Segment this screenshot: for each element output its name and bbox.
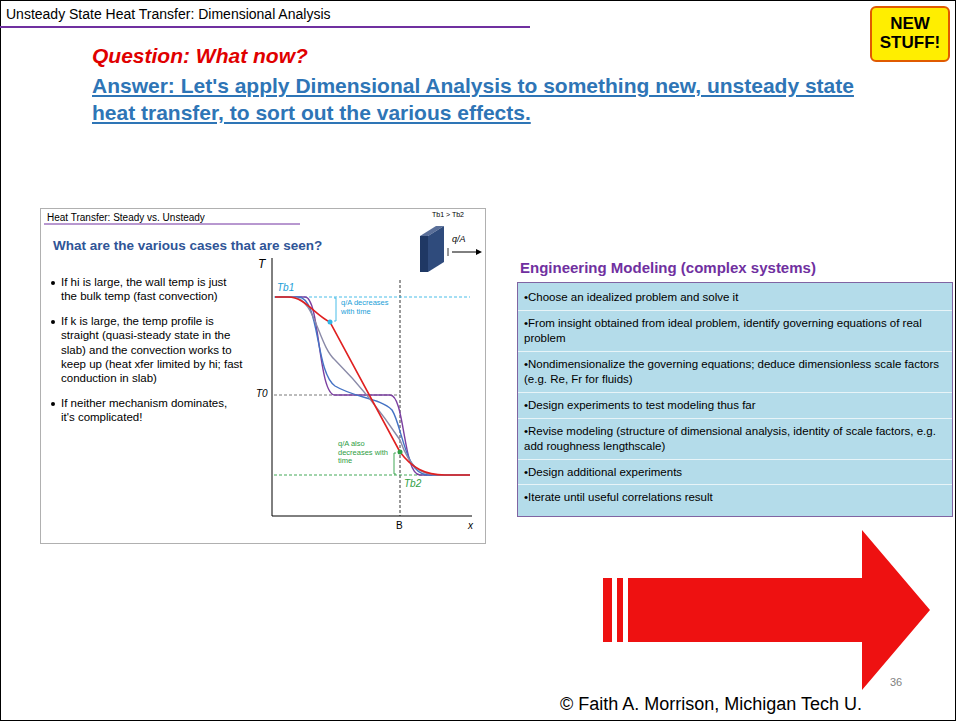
node-heading: NEW STUFF!: [876, 15, 944, 52]
bullet-row: If neither mechanism dominates, it's com…: [51, 396, 243, 425]
big-arrow: [628, 530, 930, 690]
bullet-dot: [51, 402, 55, 406]
inset-note: Tb1 > Tb2: [432, 211, 464, 218]
list-item: •Revise modeling (structure of dimension…: [518, 419, 952, 460]
bullet-row: If k is large, the temp profile is strai…: [51, 314, 243, 386]
bullet-dot: [51, 320, 55, 324]
temp-label: T0: [256, 388, 268, 399]
page-number: 36: [890, 676, 902, 688]
list-item: •Design experiments to test modeling thu…: [518, 393, 952, 419]
node-heading: Engineering Modeling (complex systems): [520, 259, 816, 276]
bullet-text: If neither mechanism dominates, it's com…: [61, 396, 243, 425]
list-item: •Iterate until useful correlations resul…: [518, 485, 952, 510]
steady-profile: [275, 297, 470, 475]
modeling-box: Engineering Modeling (complex systems)•C…: [517, 282, 953, 517]
heat-flux-head: [476, 249, 482, 255]
title-underline: [0, 26, 530, 28]
badge-box: NEW STUFF!: [870, 6, 950, 62]
axis-label: B: [396, 520, 403, 531]
copyright: © Faith A. Morrison, Michigan Tech U.: [560, 694, 862, 715]
bullet-text: If hi is large, the wall temp is just th…: [61, 275, 243, 304]
flux-bracket: [394, 453, 396, 474]
node-heading: Heat Transfer: Steady vs. Unsteady: [47, 212, 205, 223]
x-axis: [272, 516, 472, 517]
wall-line: [400, 280, 401, 516]
profile-curve: [275, 297, 470, 475]
node-heading: What are the various cases that are seen…: [53, 238, 322, 253]
inset-ground: [40, 208, 486, 544]
flux-note: q/A also decreases with time: [338, 440, 390, 466]
bullet-text: If k is large, the temp profile is strai…: [61, 314, 243, 386]
list-item: •Design additional experiments: [518, 460, 952, 486]
slab-side: [428, 226, 444, 272]
heat-flux-line: [452, 252, 476, 253]
wall-dot: [398, 450, 403, 455]
bullet-row: If hi is large, the wall temp is just th…: [51, 275, 243, 304]
wall-dot: [328, 320, 333, 325]
t-axis: [272, 258, 273, 516]
slab-front: [420, 236, 428, 272]
flux-label: q/A: [452, 234, 466, 244]
flux-note: q/A decreases with time: [341, 299, 393, 316]
flux-bracket: [334, 298, 336, 321]
bullet-dot: [51, 281, 55, 285]
question-text: Question: What now?: [92, 44, 308, 68]
arrow-bar: [603, 578, 612, 642]
axis-label: T: [258, 257, 265, 271]
temp-label: Tb1: [277, 282, 294, 293]
profile-curve: [275, 297, 470, 475]
bullet-list: If hi is large, the wall temp is just th…: [51, 275, 243, 434]
list-item: •Nondimensionalize the governing equatio…: [518, 352, 952, 393]
answer-text: Answer: Let's apply Dimensional Analysis…: [92, 72, 862, 127]
list-item: •From insight obtained from ideal proble…: [518, 311, 952, 352]
axis-label: x: [468, 520, 473, 531]
heat-flux-bar: [448, 248, 449, 256]
inset-underline: [44, 224, 300, 225]
list-item: •Choose an idealized problem and solve i…: [518, 285, 952, 311]
profile-curve: [275, 297, 470, 475]
slide-title: Unsteady State Heat Transfer: Dimensiona…: [6, 6, 331, 22]
arrow-bar: [617, 578, 623, 642]
temp-label: Tb2: [404, 478, 421, 489]
